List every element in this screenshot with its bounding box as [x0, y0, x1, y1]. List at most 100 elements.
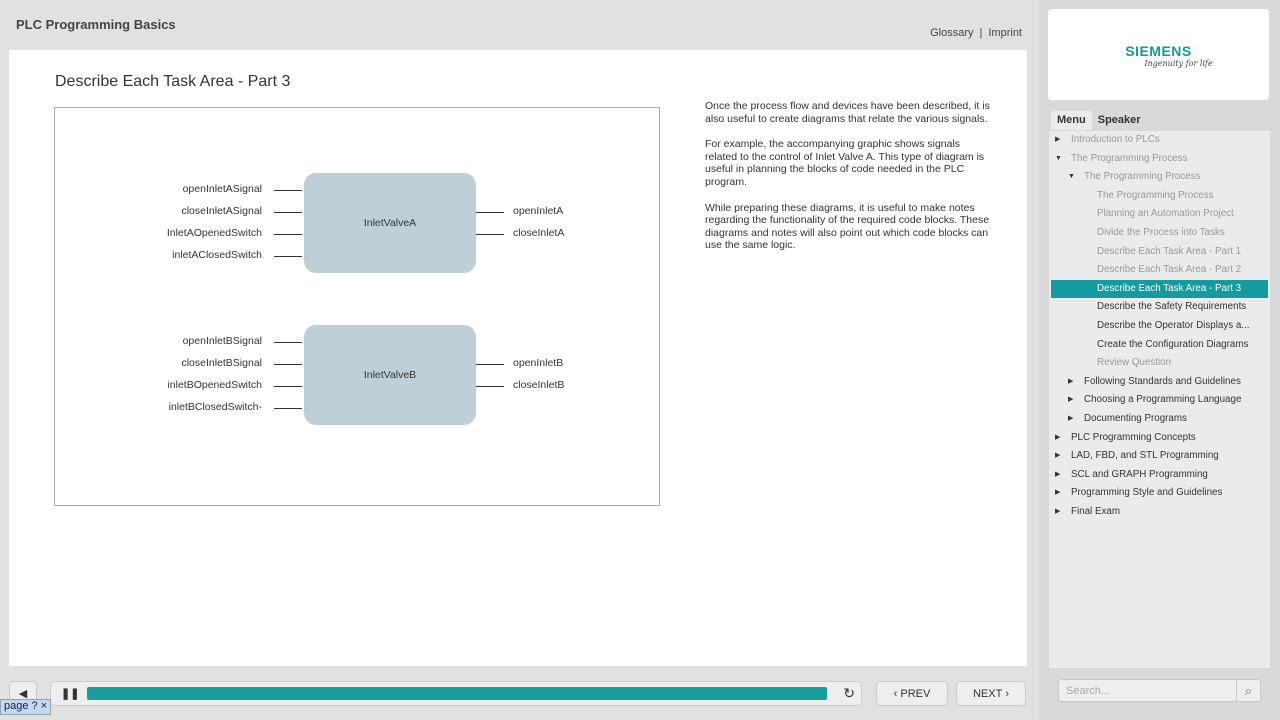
connector-line	[274, 234, 302, 235]
tooltip: page ? ×	[0, 699, 52, 715]
help-icon[interactable]: ?	[31, 700, 38, 712]
input-signal: closeInletASignal	[181, 205, 262, 217]
siemens-logo: SIEMENS Ingenuity for life	[1048, 9, 1269, 100]
search-icon[interactable]: ⌕	[1236, 680, 1260, 701]
menu-item-label: Describe Each Task Area - Part 2	[1097, 264, 1242, 276]
menu-item[interactable]: Create the Configuration Diagrams	[1049, 336, 1270, 355]
speaker-icon: ◀	[18, 688, 28, 700]
caret-right-icon[interactable]: ▶	[1055, 489, 1061, 497]
connector-line	[274, 190, 302, 191]
menu-item[interactable]: Divide the Process into Tasks	[1049, 224, 1270, 243]
menu-item[interactable]: ▶ LAD, FBD, and STL Programming	[1049, 447, 1270, 466]
imprint-link[interactable]: Imprint	[988, 27, 1022, 39]
menu-item-label: Programming Style and Guidelines	[1071, 487, 1223, 499]
menu-item-label: The Programming Process	[1071, 152, 1188, 164]
connector-line	[274, 408, 302, 409]
caret-down-icon[interactable]: ▼	[1055, 154, 1062, 162]
menu-item[interactable]: ▼ The Programming Process	[1049, 150, 1270, 169]
connector-line	[476, 212, 504, 213]
menu-item[interactable]: ▶ Final Exam	[1049, 503, 1270, 522]
glossary-link[interactable]: Glossary	[930, 27, 974, 39]
menu-item-label: SCL and GRAPH Programming	[1071, 468, 1208, 480]
menu-item-label: Describe Each Task Area - Part 1	[1097, 245, 1242, 257]
menu-item-label: Planning an Automation Project	[1097, 208, 1234, 220]
output-signal: openInletB	[513, 357, 564, 369]
pause-icon[interactable]: ❚❚	[61, 688, 80, 700]
connector-line	[274, 256, 302, 257]
menu-item-label: Divide the Process into Tasks	[1097, 226, 1225, 238]
next-button[interactable]: NEXT ›	[956, 681, 1026, 706]
close-icon[interactable]: ×	[40, 700, 48, 712]
menu-item[interactable]: ▶ Programming Style and Guidelines	[1049, 484, 1270, 503]
connector-line	[476, 386, 504, 387]
menu-item-label: The Programming Process	[1097, 189, 1214, 201]
menu-item[interactable]: ▼ The Programming Process	[1049, 168, 1270, 187]
menu-item-label: Choosing a Programming Language	[1084, 394, 1242, 406]
output-signal: openInletA	[513, 205, 564, 217]
menu-item[interactable]: ▶ PLC Programming Concepts	[1049, 429, 1270, 448]
menu-item-label: PLC Programming Concepts	[1071, 431, 1196, 443]
menu-item[interactable]: ▶Documenting Programs	[1049, 410, 1270, 429]
menu-item-label: Following Standards and Guidelines	[1084, 375, 1241, 387]
menu-item[interactable]: ▶ Introduction to PLCs	[1049, 131, 1270, 150]
connector-line	[476, 234, 504, 235]
menu-tree: ▶ Introduction to PLCs ▼ The Programming Pr…	[1049, 131, 1270, 668]
caret-right-icon[interactable]: ▶	[1068, 377, 1074, 385]
signal-diagram: InletValveA openInletASignal closeInletASi…	[54, 107, 660, 506]
menu-item[interactable]: The Programming Process	[1049, 187, 1270, 206]
tab-menu[interactable]: Menu	[1051, 111, 1092, 130]
menu-item-label: Final Exam	[1071, 505, 1120, 517]
output-signal: closeInletA	[513, 227, 565, 239]
paragraph: Once the process flow and devices have b…	[705, 100, 990, 125]
menu-item-label: Introduction to PLCs	[1071, 134, 1160, 145]
menu-item[interactable]: Describe the Operator Displays a...	[1049, 317, 1270, 336]
menu-item[interactable]: Review Question	[1049, 354, 1270, 373]
slide-area: Describe Each Task Area - Part 3 InletVa…	[9, 50, 1027, 666]
tab-speaker[interactable]: Speaker	[1097, 114, 1141, 126]
prev-button[interactable]: ‹ PREV	[876, 681, 948, 706]
connector-line	[274, 212, 302, 213]
menu-item-label: LAD, FBD, and STL Programming	[1071, 450, 1219, 462]
menu-item[interactable]: Describe Each Task Area - Part 1	[1049, 243, 1270, 262]
input-signal: inletBOpenedSwitch	[167, 379, 262, 391]
caret-down-icon[interactable]: ▼	[1068, 173, 1075, 181]
input-signal: openInletBSignal	[182, 335, 262, 347]
input-signal: openInletASignal	[182, 183, 262, 195]
menu-item[interactable]: ▶ Following Standards and Guidelines	[1049, 373, 1270, 392]
menu-item[interactable]: Describe Each Task Area - Part 3	[1051, 279, 1268, 299]
menu-item[interactable]: ▶ SCL and GRAPH Programming	[1049, 466, 1270, 485]
caret-right-icon[interactable]: ▶	[1055, 507, 1061, 515]
search-input[interactable]: Search...⌕	[1058, 679, 1261, 702]
menu-item-label: Describe the Safety Requirements	[1097, 301, 1247, 313]
connector-line	[274, 342, 302, 343]
paragraph: For example, the accompanying graphic sh…	[705, 138, 985, 188]
input-signal: inletBClosedSwitch-	[168, 401, 262, 413]
slide-title: Describe Each Task Area - Part 3	[55, 73, 291, 90]
caret-right-icon[interactable]: ▶	[1055, 433, 1061, 441]
connector-line	[476, 364, 504, 365]
input-signal: inletAClosedSwitch	[172, 249, 262, 261]
menu-item[interactable]: Describe the Safety Requirements	[1049, 298, 1270, 317]
input-signal: closeInletBSignal	[181, 357, 262, 369]
connector-line	[274, 386, 302, 387]
caret-right-icon[interactable]: ▶	[1055, 136, 1061, 143]
menu-item-label: The Programming Process	[1084, 171, 1201, 183]
menu-item-label: Create the Configuration Diagrams	[1097, 338, 1249, 350]
caret-right-icon[interactable]: ▶	[1068, 396, 1074, 404]
caret-right-icon[interactable]: ▶	[1055, 452, 1061, 460]
connector-line	[274, 364, 302, 365]
paragraph: While preparing these diagrams, it is us…	[705, 201, 990, 252]
block-b: InletValveB	[304, 325, 476, 425]
progress-bar[interactable]	[87, 687, 827, 700]
menu-item[interactable]: ▶ Choosing a Programming Language	[1049, 391, 1270, 410]
output-signal: closeInletB	[513, 379, 565, 391]
block-a: InletValveA	[304, 173, 476, 273]
caret-right-icon[interactable]: ▶	[1068, 414, 1074, 422]
caret-right-icon[interactable]: ▶	[1055, 470, 1061, 478]
menu-item-label: Review Question	[1097, 357, 1172, 369]
menu-item[interactable]: Describe Each Task Area - Part 2	[1049, 261, 1270, 280]
menu-item-label: Describe Each Task Area - Part 3	[1097, 282, 1242, 294]
menu-item[interactable]: Planning an Automation Project	[1049, 205, 1270, 224]
replay-icon[interactable]: ↻	[843, 685, 855, 701]
course-title: PLC Programming Basics	[16, 17, 176, 32]
